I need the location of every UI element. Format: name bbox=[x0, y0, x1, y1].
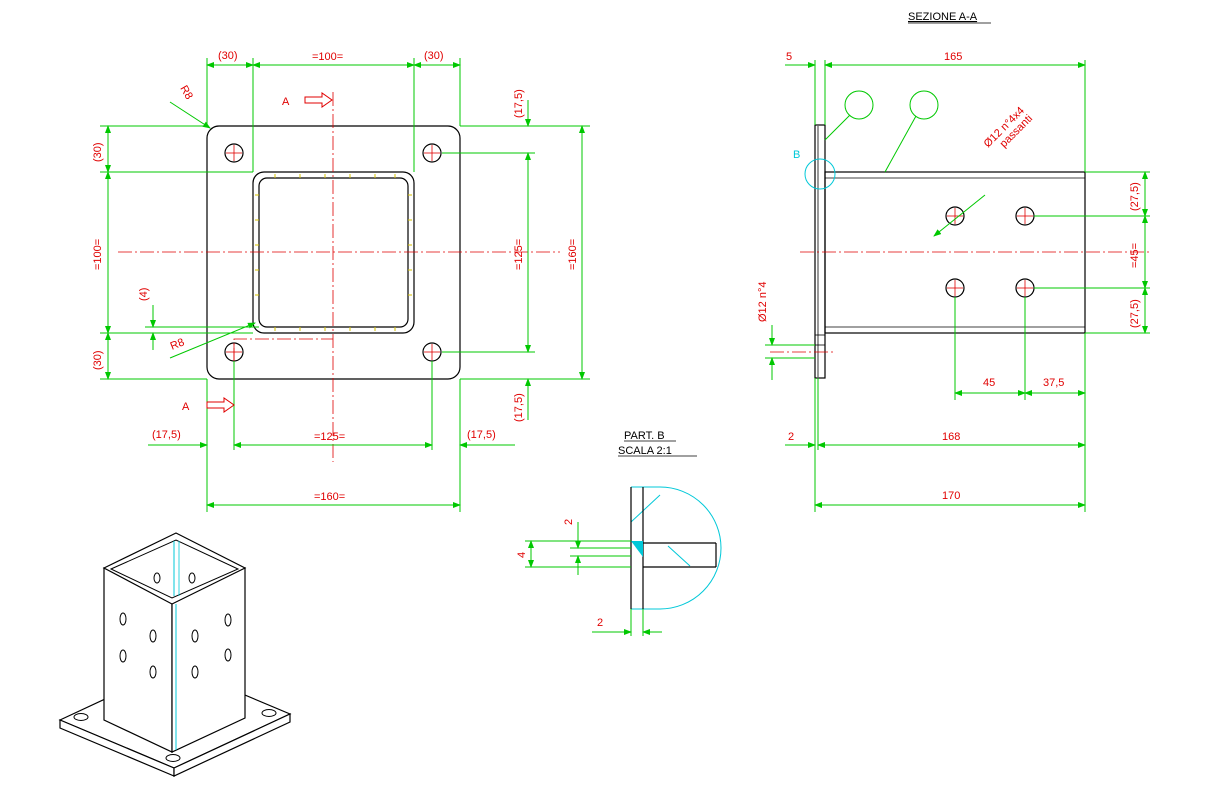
detail-b-mark: B bbox=[793, 149, 800, 161]
section-title: SEZIONE A-A bbox=[908, 11, 978, 23]
dim-sec-top-small: 5 bbox=[786, 51, 792, 63]
dim-top-left: (30) bbox=[218, 50, 238, 62]
dim-right-overall: =160= bbox=[567, 239, 579, 270]
dim-sec-top-long: 165 bbox=[944, 51, 962, 63]
dim-left-small: (4) bbox=[138, 288, 150, 301]
dim-radius-top: R8 bbox=[177, 84, 194, 102]
plan-dimension-lines bbox=[105, 62, 585, 508]
detail-boundary-arc bbox=[631, 486, 722, 610]
detail-dim-v-top: 2 bbox=[563, 519, 575, 525]
dim-bottom-overall: =160= bbox=[314, 491, 345, 503]
dim-top-mid: =100= bbox=[312, 51, 343, 63]
detail-dim-v-left: 4 bbox=[516, 552, 528, 558]
plate-holes bbox=[224, 143, 442, 362]
tube-outer bbox=[252, 171, 415, 334]
dim-sec-bottom-b: 37,5 bbox=[1043, 377, 1064, 389]
detail-dim-h-bottom: 2 bbox=[597, 617, 603, 629]
detail-dim-lines bbox=[525, 522, 662, 636]
side-hole-note: Ø12 n°4 bbox=[757, 282, 769, 322]
dim-sec-right-bottom: (27,5) bbox=[1129, 299, 1141, 328]
section-extension-lines bbox=[765, 60, 1150, 512]
dim-bottom-mid: =125= bbox=[314, 431, 345, 443]
detail-view: PART. B SCALA 2:1 2 4 2 bbox=[516, 430, 722, 636]
detail-scale: SCALA 2:1 bbox=[618, 445, 672, 457]
plan-extension-lines bbox=[100, 58, 590, 512]
section-arrow-bottom bbox=[206, 397, 235, 413]
dim-bottom-right: (17,5) bbox=[467, 429, 496, 441]
section-arrow-top bbox=[304, 92, 333, 108]
section-holes bbox=[945, 206, 1035, 298]
section-label-a-top: A bbox=[282, 96, 290, 108]
dim-top-right: (30) bbox=[424, 50, 444, 62]
plan-view: (30) =100= (30) A A R8 R8 (17,5) =125= (… bbox=[92, 50, 590, 512]
dim-sec-row2-long: 168 bbox=[942, 431, 960, 443]
dim-sec-bottom-a: 45 bbox=[983, 377, 995, 389]
dim-left-mid: =100= bbox=[92, 239, 104, 270]
iso-tube-holes bbox=[119, 572, 232, 679]
weld-marks bbox=[255, 174, 412, 331]
dim-sec-row2-small: 2 bbox=[788, 431, 794, 443]
section-dimension-lines bbox=[769, 62, 1148, 508]
dim-right-top: (17,5) bbox=[513, 89, 525, 118]
weld-balloon-2 bbox=[909, 90, 939, 120]
weld-balloon-1 bbox=[844, 90, 874, 120]
base-plate-outline bbox=[206, 125, 461, 380]
dim-sec-overall: 170 bbox=[942, 490, 960, 502]
section-label-a-bottom: A bbox=[182, 401, 190, 413]
dim-left-bottom: (30) bbox=[92, 350, 104, 370]
dim-radius-bottom: R8 bbox=[169, 336, 187, 352]
dim-right-mid: =125= bbox=[513, 239, 525, 270]
dim-bottom-left: (17,5) bbox=[152, 429, 181, 441]
dim-sec-right-mid: =45= bbox=[1129, 243, 1141, 268]
section-view: SEZIONE A-A B bbox=[757, 11, 1150, 512]
isometric-view bbox=[58, 532, 292, 777]
detail-b-circle bbox=[804, 158, 836, 190]
tube-inner bbox=[258, 177, 409, 328]
dim-sec-right-top: (27,5) bbox=[1129, 182, 1141, 211]
section-plate bbox=[814, 124, 826, 379]
section-cut-path bbox=[233, 338, 333, 406]
dim-left-top: (30) bbox=[92, 142, 104, 162]
dim-right-bottom: (17,5) bbox=[513, 393, 525, 422]
detail-weld bbox=[631, 541, 643, 557]
detail-title: PART. B bbox=[624, 430, 665, 442]
